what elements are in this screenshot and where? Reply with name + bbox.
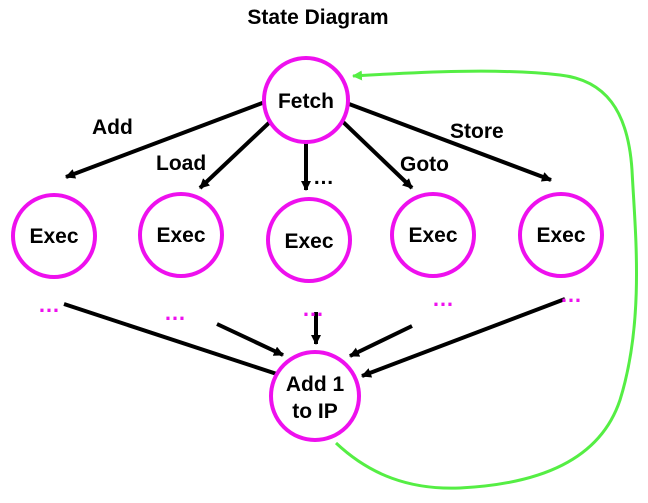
node-exec-2-label: Exec — [156, 224, 205, 247]
node-exec-1-circle — [11, 193, 97, 279]
arrow-to-add-ip-5 — [361, 297, 566, 378]
arrow-fetch-to-exec-1 — [65, 100, 266, 179]
node-exec-3-label: Exec — [284, 230, 333, 253]
ellipsis-1: … — [38, 292, 60, 317]
node-exec-2: Exec — [138, 192, 224, 278]
node-add-ip-label-line1: Add 1 — [286, 373, 345, 396]
arrow-to-add-ip-4 — [349, 324, 413, 358]
node-exec-5-circle — [518, 192, 604, 278]
node-fetch-label: Fetch — [278, 90, 334, 113]
edge-label-dots: … — [313, 166, 334, 189]
diagram-title: State Diagram — [247, 6, 388, 29]
node-add-ip-label-line2: to IP — [292, 400, 338, 423]
node-exec-3: Exec — [266, 197, 352, 283]
loop-arrow-to-fetch — [334, 69, 638, 490]
node-exec-2-circle — [138, 192, 224, 278]
ellipsis-5: … — [560, 282, 582, 307]
node-exec-1: Exec — [11, 193, 97, 279]
edge-label-store: Store — [450, 120, 504, 143]
node-exec-4-circle — [390, 192, 476, 278]
ellipsis-3: … — [302, 296, 324, 321]
ellipsis-4: … — [432, 286, 454, 311]
ellipsis-2: … — [164, 300, 186, 325]
arrow-fetch-to-exec-4 — [339, 118, 414, 190]
arrow-fetch-to-exec-5 — [348, 102, 552, 182]
node-exec-5: Exec — [518, 192, 604, 278]
node-exec-4-label: Exec — [408, 224, 457, 247]
node-exec-1-label: Exec — [29, 225, 78, 248]
edge-label-goto: Goto — [400, 153, 449, 176]
node-exec-4: Exec — [390, 192, 476, 278]
edge-label-add: Add — [92, 116, 133, 139]
node-fetch-circle — [262, 56, 350, 144]
arrow-fetch-to-exec-2 — [198, 118, 274, 190]
edge-label-load: Load — [156, 152, 206, 175]
arrow-to-add-ip-1 — [63, 302, 287, 379]
node-fetch: Fetch — [262, 56, 350, 144]
node-exec-3-circle — [266, 197, 352, 283]
node-add-ip: Add 1 to IP — [269, 350, 361, 442]
arrow-to-add-ip-2 — [216, 322, 284, 357]
node-exec-5-label: Exec — [536, 224, 585, 247]
node-add-ip-circle — [269, 350, 361, 442]
